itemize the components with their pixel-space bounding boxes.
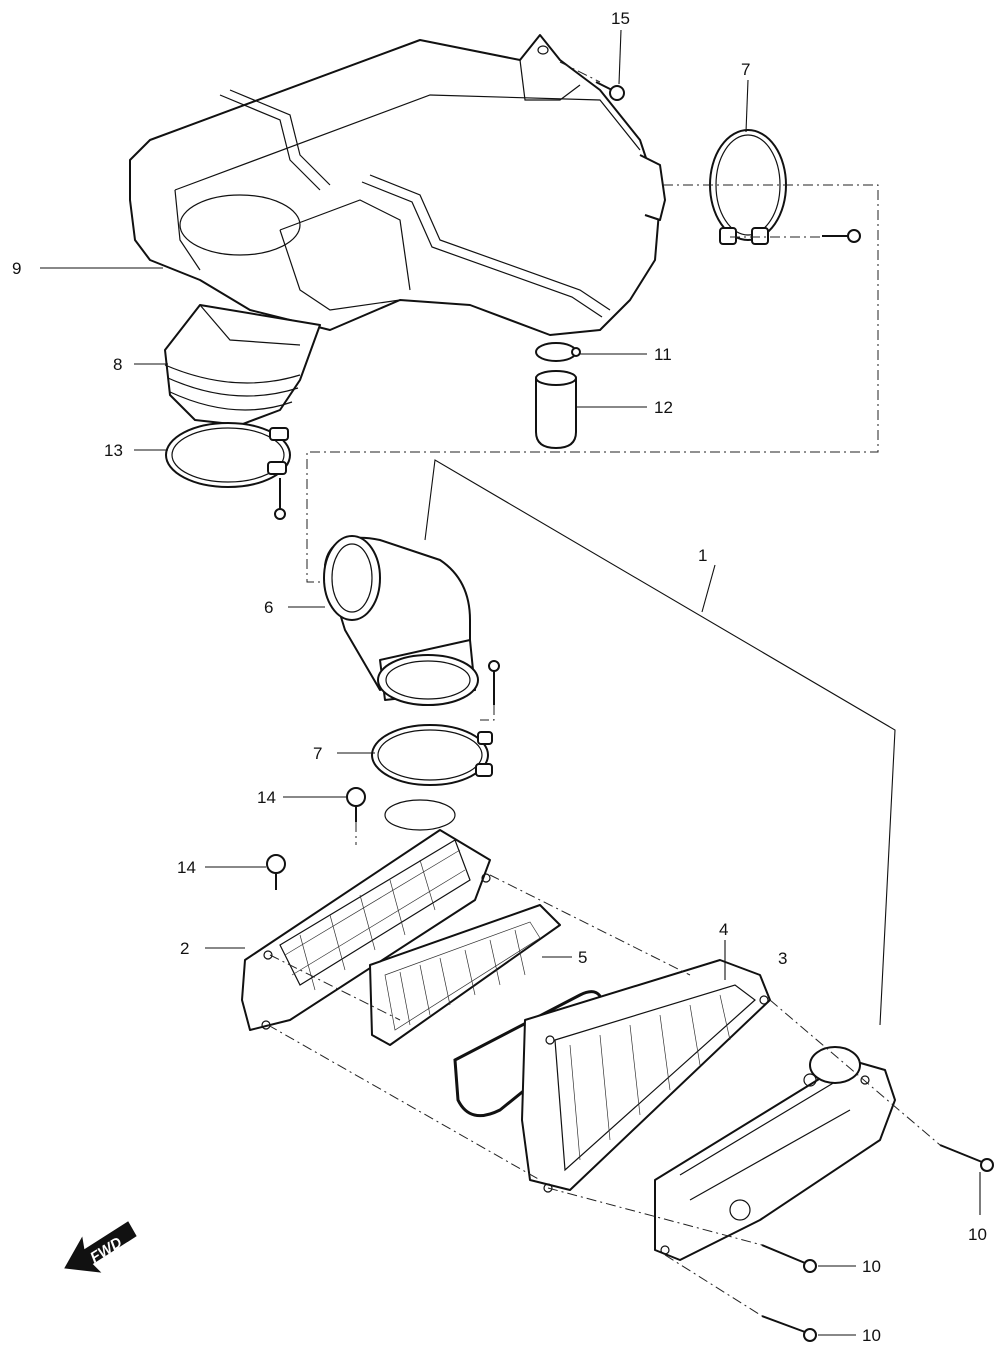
callout-11: 11: [654, 345, 672, 364]
callout-10-right: 10: [968, 1225, 987, 1244]
callout-10-lower: 10: [862, 1326, 881, 1345]
callout-labels: 9 8 13 15 7 11 12 1 6 7 14 14 2 5 4 3 10…: [12, 9, 987, 1345]
callout-7-lower: 7: [313, 744, 322, 763]
connecting-tube[interactable]: [164, 304, 321, 426]
fwd-direction-badge: FWD: [64, 1221, 137, 1273]
screw-10-middle[interactable]: [761, 1244, 817, 1273]
clamp-ring-lower[interactable]: [371, 724, 493, 786]
callout-2: 2: [180, 939, 189, 958]
band-clamp-upper[interactable]: [165, 422, 291, 520]
callout-14-lower: 14: [177, 858, 196, 877]
callout-12: 12: [654, 398, 673, 417]
leader-lines: [40, 29, 981, 1336]
callout-13: 13: [104, 441, 123, 460]
callout-6: 6: [264, 598, 273, 617]
screw-15[interactable]: [595, 81, 625, 101]
screw-14-lower[interactable]: [266, 854, 286, 890]
callout-4: 4: [719, 920, 728, 939]
callout-10-middle: 10: [862, 1257, 881, 1276]
air-cleaner-case[interactable]: [129, 34, 666, 336]
drain-clip[interactable]: [535, 342, 581, 362]
callout-9: 9: [12, 259, 21, 278]
screw-10-lower[interactable]: [761, 1315, 817, 1342]
screw-clamp-upper[interactable]: [822, 229, 861, 243]
callout-3: 3: [778, 949, 787, 968]
callout-8: 8: [113, 355, 122, 374]
elbow-duct[interactable]: [323, 535, 479, 706]
screw-10-right[interactable]: [939, 1144, 994, 1172]
callout-1: 1: [698, 546, 707, 565]
drain-plug[interactable]: [535, 370, 577, 449]
callout-14-upper: 14: [257, 788, 276, 807]
clamp-ring-upper[interactable]: [709, 129, 787, 245]
assembly-bracket-1: [424, 459, 896, 1026]
callout-15: 15: [611, 9, 630, 28]
outer-cover[interactable]: [654, 1046, 896, 1261]
alignment-lines: [267, 61, 941, 1317]
callout-5: 5: [578, 948, 587, 967]
fwd-arrow-icon: [64, 1221, 137, 1273]
filter-element[interactable]: [369, 904, 561, 1046]
screw-14-upper[interactable]: [346, 787, 366, 822]
callout-7-upper: 7: [741, 60, 750, 79]
filter-cover[interactable]: [521, 959, 771, 1193]
screw-clamp-lower[interactable]: [488, 660, 500, 705]
